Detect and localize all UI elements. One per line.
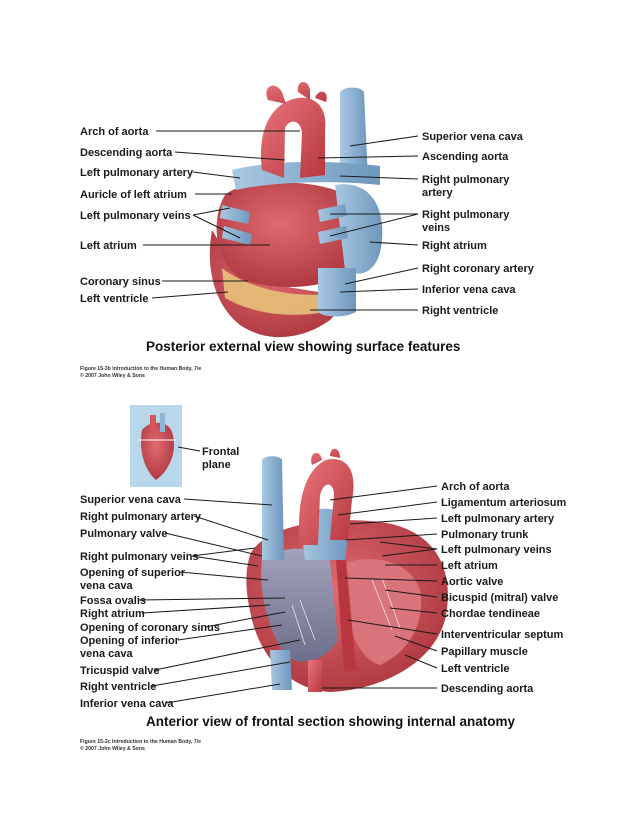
label-c-right-ventricle: Right ventricle: [80, 681, 156, 693]
label-left-pulmonary-artery: Left pulmonary artery: [80, 167, 194, 179]
label-right-ventricle: Right ventricle: [422, 305, 498, 317]
superior-vena-cava-shape: [340, 87, 368, 182]
figure-b-left-labels: Arch of aorta Descending aorta Left pulm…: [80, 126, 194, 305]
label-descending-aorta: Descending aorta: [80, 147, 173, 159]
figure-b-caption: Posterior external view showing surface …: [146, 339, 460, 354]
label-ascending-aorta: Ascending aorta: [422, 151, 509, 163]
label-c-opening-coronary-sinus: Opening of coronary sinus: [80, 622, 220, 634]
figure-c-left-leaders: [138, 498, 301, 704]
figure-b-right-labels: Superior vena cava Ascending aorta Right…: [422, 131, 535, 317]
label-left-pulmonary-veins: Left pulmonary veins: [80, 210, 191, 222]
label-superior-vena-cava: Superior vena cava: [422, 131, 524, 143]
label-c-left-pulmonary-veins: Left pulmonary veins: [441, 544, 552, 556]
label-c-tricuspid-valve: Tricuspid valve: [80, 665, 159, 677]
posterior-heart-illustration: [209, 81, 383, 338]
label-c-right-atrium: Right atrium: [80, 608, 145, 620]
label-c-superior-vena-cava: Superior vena cava: [80, 494, 182, 506]
label-right-pulmonary-artery-2: artery: [422, 187, 453, 199]
label-c-ligamentum-arteriosum: Ligamentum arteriosum: [441, 497, 567, 509]
label-right-coronary-artery: Right coronary artery: [422, 263, 535, 275]
label-c-papillary-muscle: Papillary muscle: [441, 646, 528, 658]
label-right-atrium: Right atrium: [422, 240, 487, 252]
label-c-aortic-valve: Aortic valve: [441, 576, 503, 588]
right-chambers-shape: [261, 548, 338, 662]
figure-b-left-leaders: [143, 130, 300, 299]
label-plane: plane: [202, 459, 231, 471]
label-left-ventricle: Left ventricle: [80, 293, 148, 305]
label-right-pulmonary-artery-1: Right pulmonary: [422, 174, 510, 186]
label-c-pulmonary-trunk: Pulmonary trunk: [441, 529, 529, 541]
label-left-atrium: Left atrium: [80, 240, 137, 252]
pulmonary-veins-left-shape: [220, 205, 252, 245]
label-c-inferior-vena-cava: Inferior vena cava: [80, 698, 174, 710]
frontal-heart-illustration: [246, 448, 448, 692]
label-c-opening-inferior-2: vena cava: [80, 648, 133, 660]
left-atrium-shape: [216, 182, 359, 288]
label-c-interventricular-septum: Interventricular septum: [441, 629, 563, 641]
label-c-bicuspid-valve: Bicuspid (mitral) valve: [441, 592, 558, 604]
label-arch-of-aorta: Arch of aorta: [80, 126, 149, 138]
figure-b-right-leaders: [310, 135, 419, 311]
label-c-chordae-tendineae: Chordae tendineae: [441, 608, 540, 620]
label-right-pulmonary-veins-2: veins: [422, 222, 450, 234]
inferior-vena-cava-shape: [318, 268, 356, 317]
label-c-opening-superior-2: vena cava: [80, 580, 133, 592]
figure-c-credit-2: © 2007 John Wiley & Sons: [80, 745, 145, 752]
label-right-pulmonary-veins-1: Right pulmonary: [422, 209, 510, 221]
aorta-shape: [260, 97, 326, 178]
figure-c-credit-1: Figure 15-3c Introduction to the Human B…: [80, 739, 201, 745]
label-c-pulmonary-valve: Pulmonary valve: [80, 528, 167, 540]
inferior-vena-cava-shape-c: [270, 650, 292, 690]
figure-b-credit-1: Figure 15-3b Introduction to the Human B…: [80, 366, 201, 372]
figure-b-credit-2: © 2007 John Wiley & Sons: [80, 372, 145, 379]
label-c-opening-inferior-1: Opening of inferior: [80, 635, 180, 647]
figure-c-right-leaders: [322, 485, 438, 689]
label-c-right-pulmonary-veins: Right pulmonary veins: [80, 551, 199, 563]
figure-c-caption: Anterior view of frontal section showing…: [146, 714, 516, 729]
label-c-fossa-ovalis: Fossa ovalis: [80, 595, 146, 607]
figure-c-right-labels: Arch of aorta Ligamentum arteriosum Left…: [441, 481, 567, 695]
label-c-right-pulmonary-artery: Right pulmonary artery: [80, 511, 202, 523]
descending-aorta-shape-c: [308, 660, 322, 692]
label-inferior-vena-cava: Inferior vena cava: [422, 284, 516, 296]
label-c-descending-aorta: Descending aorta: [441, 683, 534, 695]
label-c-arch-of-aorta: Arch of aorta: [441, 481, 510, 493]
label-coronary-sinus: Coronary sinus: [80, 276, 161, 288]
figure-c-left-labels: Superior vena cava Right pulmonary arter…: [80, 494, 220, 710]
aortic-branches-shape: [266, 81, 327, 104]
label-c-opening-superior-1: Opening of superior: [80, 567, 186, 579]
aorta-shape-c: [299, 459, 354, 545]
label-frontal: Frontal: [202, 446, 239, 458]
label-c-left-pulmonary-artery: Left pulmonary artery: [441, 513, 555, 525]
frontal-plane-inset: [130, 405, 182, 487]
label-auricle-of-left-atrium: Auricle of left atrium: [80, 189, 187, 201]
superior-vena-cava-shape-c: [262, 456, 284, 560]
label-c-left-atrium: Left atrium: [441, 560, 498, 572]
label-c-left-ventricle: Left ventricle: [441, 663, 509, 675]
